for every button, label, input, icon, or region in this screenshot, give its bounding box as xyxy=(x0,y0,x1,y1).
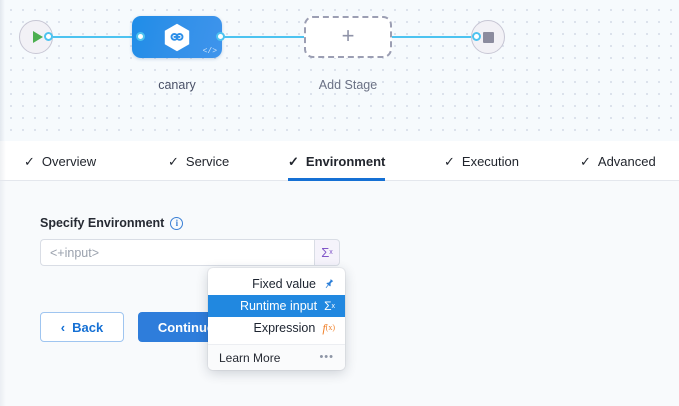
end-node-input-port[interactable] xyxy=(472,32,481,41)
check-icon: ✓ xyxy=(168,155,179,168)
back-button[interactable]: ‹ Back xyxy=(40,312,124,342)
stage-node-canary[interactable]: </> xyxy=(132,16,222,58)
canary-input-port[interactable] xyxy=(136,32,145,41)
sigma-glyph: Σ xyxy=(321,246,329,259)
connector-canary-to-addstage xyxy=(220,36,312,38)
back-button-label: Back xyxy=(72,320,103,335)
tab-environment[interactable]: ✓ Environment xyxy=(288,141,385,181)
plus-icon: + xyxy=(342,25,355,47)
tab-overview-label: Overview xyxy=(42,154,96,169)
tab-execution[interactable]: ✓ Execution xyxy=(444,141,519,181)
learn-more-label: Learn More xyxy=(219,351,280,365)
tab-service-label: Service xyxy=(186,154,229,169)
check-icon: ✓ xyxy=(288,155,299,168)
fx-icon: f(x) xyxy=(322,322,335,334)
code-badge-icon: </> xyxy=(203,48,217,56)
connector-addstage-to-end xyxy=(392,36,480,38)
specify-environment-label: Specify Environment i xyxy=(40,216,183,230)
sigma-superscript: x xyxy=(329,249,333,256)
sigma-superscript: x xyxy=(332,303,336,310)
form-action-buttons: ‹ Back Continue xyxy=(40,312,234,342)
add-stage-node[interactable]: + xyxy=(304,16,392,58)
dropdown-item-fixed-value[interactable]: Fixed value xyxy=(208,273,345,295)
dropdown-item-expression-label: Expression xyxy=(253,321,315,335)
sigma-glyph: Σ xyxy=(324,300,331,312)
tab-execution-label: Execution xyxy=(462,154,519,169)
dropdown-item-fixed-value-label: Fixed value xyxy=(252,277,316,291)
check-icon: ✓ xyxy=(24,155,35,168)
ellipsis-icon[interactable]: ••• xyxy=(319,352,334,363)
dropdown-item-expression[interactable]: Expression f(x) xyxy=(208,317,345,339)
tab-environment-label: Environment xyxy=(306,154,385,169)
stage-config-tabbar: ✓ Overview ✓ Service ✓ Environment ✓ Exe… xyxy=(0,141,679,181)
harness-hexagon-icon xyxy=(164,23,190,52)
tab-advanced-label: Advanced xyxy=(598,154,656,169)
tab-service[interactable]: ✓ Service xyxy=(168,141,229,181)
check-icon: ✓ xyxy=(444,155,455,168)
fx-subscript: (x) xyxy=(326,324,335,332)
dropdown-learn-more-row[interactable]: Learn More ••• xyxy=(208,344,345,370)
stop-square-icon xyxy=(483,32,494,43)
chevron-left-icon: ‹ xyxy=(61,320,65,335)
add-stage-label: Add Stage xyxy=(294,78,402,92)
sigma-icon: Σx xyxy=(324,300,335,312)
input-type-dropdown-menu[interactable]: Fixed value Runtime input Σx Expression … xyxy=(208,268,345,370)
check-icon: ✓ xyxy=(580,155,591,168)
stage-label-canary: canary xyxy=(132,78,222,92)
info-icon[interactable]: i xyxy=(170,217,183,230)
environment-input[interactable] xyxy=(40,239,314,266)
dropdown-item-runtime-input[interactable]: Runtime input Σx xyxy=(208,295,345,317)
pin-icon xyxy=(323,278,335,290)
canary-output-port[interactable] xyxy=(216,32,225,41)
continue-button-label: Continue xyxy=(158,320,214,335)
environment-input-group: Σx xyxy=(40,239,340,266)
tab-overview[interactable]: ✓ Overview xyxy=(24,141,96,181)
tab-advanced[interactable]: ✓ Advanced xyxy=(580,141,656,181)
field-label-text: Specify Environment xyxy=(40,216,164,230)
connector-start-to-canary xyxy=(48,36,140,38)
pipeline-canvas[interactable]: </> + canary Add Stage xyxy=(0,0,679,141)
runtime-input-toggle-button[interactable]: Σx xyxy=(314,239,340,266)
play-icon xyxy=(33,31,43,43)
dropdown-item-runtime-input-label: Runtime input xyxy=(240,299,317,313)
start-node-output-port[interactable] xyxy=(44,32,53,41)
